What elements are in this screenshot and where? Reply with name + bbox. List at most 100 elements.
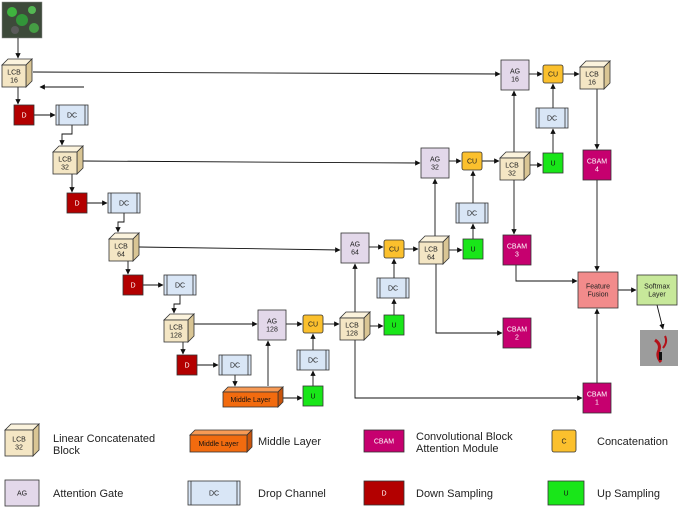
node-label: 64: [351, 249, 359, 256]
node-label: CU: [548, 71, 558, 78]
node-label: CU: [467, 158, 477, 165]
node-label: 128: [266, 326, 278, 333]
node-d1: D: [13, 104, 35, 126]
legend-drop-channel: DC: [187, 480, 241, 506]
node-label: AG: [430, 156, 440, 163]
node-dc1: DC: [55, 104, 89, 126]
node-label: DC: [308, 357, 318, 364]
node-label: 32: [61, 164, 69, 171]
legend-middle-text: Middle Layer: [258, 436, 321, 448]
node-label: 4: [595, 166, 599, 173]
node-label: DC: [175, 282, 185, 289]
edge: [515, 265, 578, 284]
node-label: DC: [388, 285, 398, 292]
legend-cbam-text: Convolutional Block: [416, 431, 513, 443]
node-label: DC: [547, 115, 557, 122]
node-label: 1: [595, 399, 599, 406]
node-dc-up3: DC: [455, 202, 489, 224]
node-d2: D: [66, 192, 88, 214]
node-label: LCB: [505, 162, 519, 169]
legend-down-text: Down Sampling: [416, 488, 493, 500]
node-label: 32: [508, 170, 516, 177]
node-label: CU: [389, 246, 399, 253]
node-dc2: DC: [107, 192, 141, 214]
edge: [32, 71, 501, 77]
legend-up-sampling: U: [547, 480, 585, 506]
edge: [138, 246, 341, 253]
node-label: CBAM: [507, 326, 527, 333]
node-label: Feature: [586, 283, 610, 290]
node-d3: D: [122, 274, 144, 296]
node-label: 32: [15, 444, 23, 451]
legend-concat-text: Concatenation: [597, 436, 668, 448]
node-label: D: [74, 200, 79, 207]
node-label: U: [470, 246, 475, 253]
node-label: LCB: [169, 324, 183, 331]
node-label: LCB: [345, 322, 359, 329]
node-label: U: [550, 160, 555, 167]
legend-ag-text: Attention Gate: [53, 488, 123, 500]
node-label: DC: [67, 112, 77, 119]
node-dc4: DC: [218, 354, 252, 376]
legend-lcb-text: Block: [53, 445, 80, 457]
node-cu3: CU: [461, 151, 483, 171]
node-label: CBAM: [507, 243, 527, 250]
legend-up-text: Up Sampling: [597, 488, 660, 500]
edge: [82, 160, 421, 166]
node-label: 2: [515, 334, 519, 341]
node-label: U: [391, 322, 396, 329]
edge: [171, 295, 181, 314]
legend-attention-gate: AG: [4, 479, 40, 507]
node-label: LCB: [7, 69, 21, 76]
node-label: 64: [427, 254, 435, 261]
node-u-mid: U: [302, 385, 324, 407]
legend-cbam: CBAM: [363, 429, 405, 453]
node-label: Layer: [648, 291, 666, 298]
node-dc-up2: DC: [376, 277, 410, 299]
node-label: D: [184, 362, 189, 369]
node-label: 128: [346, 330, 358, 337]
node-dc-up4: DC: [535, 107, 569, 129]
node-label: Middle Layer: [230, 397, 271, 404]
legend-middle-layer: Middle Layer: [189, 429, 253, 453]
node-cu4: CU: [542, 64, 564, 84]
node-u2: U: [383, 314, 405, 336]
node-label: 16: [588, 79, 596, 86]
node-cu2: CU: [383, 239, 405, 259]
node-label: LCB: [424, 246, 438, 253]
node-u3: U: [462, 238, 484, 260]
node-label: CU: [308, 321, 318, 328]
node-label: 32: [431, 164, 439, 171]
legend-down-sampling: D: [363, 480, 405, 506]
node-label: AG: [350, 241, 360, 248]
node-label: LCB: [58, 156, 72, 163]
node-label: 16: [511, 76, 519, 83]
node-label: AG: [510, 68, 520, 75]
legend-dc-text: Drop Channel: [258, 488, 326, 500]
node-dc-up1: DC: [296, 349, 330, 371]
node-label: D: [130, 282, 135, 289]
edge: [354, 340, 583, 401]
edge: [656, 304, 665, 330]
node-label: DC: [119, 200, 129, 207]
edge: [435, 264, 503, 336]
node-label: LCB: [114, 243, 128, 250]
